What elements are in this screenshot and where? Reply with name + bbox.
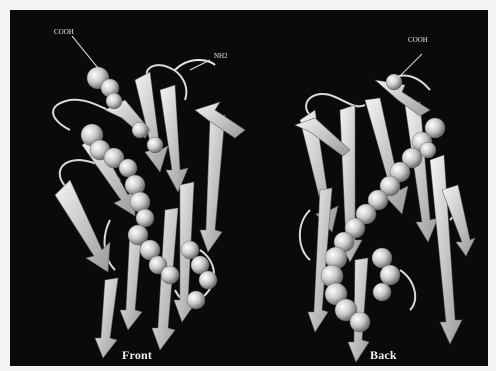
back-protein-view [295,54,475,362]
ribbon-render [10,10,488,366]
back-cooh-label: COOH [408,36,428,44]
back-view-label: Back [370,348,397,363]
image-canvas: COOH NH2 COOH Front Back [10,10,488,366]
front-cooh-label: COOH [54,28,74,36]
front-nh2-label: NH2 [214,52,228,60]
front-view-label: Front [122,348,152,363]
front-protein-view [53,36,245,358]
